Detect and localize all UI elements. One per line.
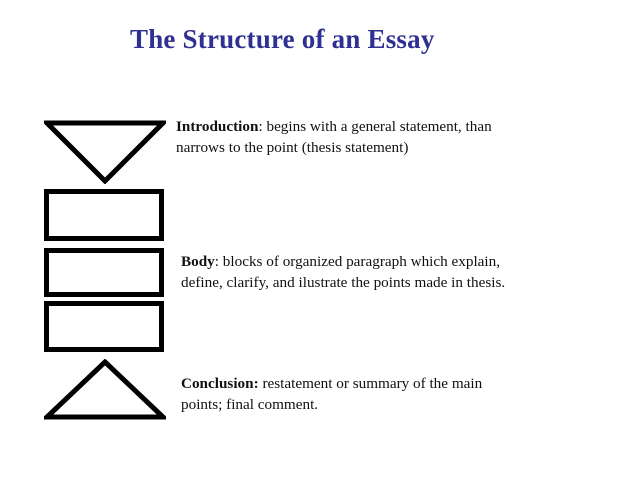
page-title: The Structure of an Essay <box>130 24 435 54</box>
body-block-rectangle-1 <box>44 189 166 242</box>
introduction-separator: : <box>258 118 263 135</box>
body-line-2: define, clarify, and ilustrate the point… <box>181 274 506 291</box>
body-block-rectangle-2 <box>44 248 166 298</box>
essay-structure-diagram <box>44 118 166 424</box>
body-paragraph: Body: blocks of organized paragraph whic… <box>181 251 611 293</box>
body-block-rectangle-3 <box>44 301 166 353</box>
conclusion-line-2: points; final comment. <box>181 396 319 413</box>
body-lead-label: Body <box>181 253 215 270</box>
conclusion-line-1: restatement or summary of the main <box>258 375 483 392</box>
inverted-triangle-shape <box>44 120 166 184</box>
body-separator: : <box>214 253 219 270</box>
introduction-line-2: narrows to the point (thesis statement) <box>176 139 409 156</box>
introduction-line-1: begins with a general statement, than <box>262 118 492 135</box>
conclusion-paragraph: Conclusion: restatement or summary of th… <box>181 373 611 415</box>
conclusion-lead-label: Conclusion: <box>181 375 259 392</box>
introduction-paragraph: Introduction: begins with a general stat… <box>176 116 610 158</box>
introduction-lead-label: Introduction <box>176 118 259 135</box>
upward-triangle-shape <box>44 359 166 421</box>
body-line-1: blocks of organized paragraph which expl… <box>219 253 501 270</box>
